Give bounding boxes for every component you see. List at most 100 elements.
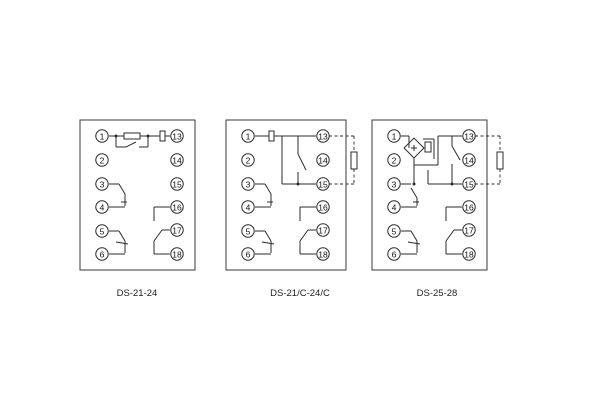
terminal-18[interactable]: 18 <box>170 247 184 261</box>
terminal-2[interactable]: 2 <box>95 153 109 167</box>
terminal-16[interactable]: 16 <box>316 200 330 214</box>
model-label-ds-25-28: DS-25-28 <box>417 288 458 299</box>
terminal-14[interactable]: 14 <box>170 153 184 167</box>
contact-16-17-18 <box>153 206 170 255</box>
contact-3-4 <box>401 183 419 208</box>
svg-text:4: 4 <box>100 203 105 213</box>
contact-13-15 <box>281 136 316 186</box>
svg-text:3: 3 <box>100 180 105 190</box>
contact-5-6 <box>109 230 129 255</box>
svg-text:16: 16 <box>464 203 474 213</box>
terminal-17[interactable]: 17 <box>462 223 476 237</box>
terminal-4[interactable]: 4 <box>387 200 401 214</box>
terminal-13[interactable]: 13 <box>316 129 330 143</box>
terminal-4[interactable]: 4 <box>95 200 109 214</box>
terminal-3[interactable]: 3 <box>95 177 109 191</box>
terminal-15[interactable]: 15 <box>316 177 330 191</box>
terminal-16[interactable]: 16 <box>170 200 184 214</box>
terminal-18[interactable]: 18 <box>462 247 476 261</box>
terminal-16[interactable]: 16 <box>462 200 476 214</box>
contact-5-6 <box>401 230 421 255</box>
terminal-1[interactable]: 1 <box>387 129 401 143</box>
svg-text:3: 3 <box>246 180 251 190</box>
svg-text:15: 15 <box>172 180 182 190</box>
svg-text:13: 13 <box>464 132 474 142</box>
terminal-2[interactable]: 2 <box>241 153 255 167</box>
svg-text:2: 2 <box>100 156 105 166</box>
terminal-2[interactable]: 2 <box>387 153 401 167</box>
terminal-3[interactable]: 3 <box>387 177 401 191</box>
svg-text:4: 4 <box>392 203 397 213</box>
terminal-18[interactable]: 18 <box>316 247 330 261</box>
terminal-17[interactable]: 17 <box>316 223 330 237</box>
terminal-5[interactable]: 5 <box>95 224 109 238</box>
terminal-14[interactable]: 14 <box>316 153 330 167</box>
terminal-17[interactable]: 17 <box>170 223 184 237</box>
external-resistor <box>329 135 358 185</box>
diagram-frame <box>225 119 347 271</box>
coil-circuit <box>255 130 316 142</box>
svg-text:3: 3 <box>392 180 397 190</box>
svg-text:13: 13 <box>172 132 182 142</box>
svg-text:18: 18 <box>318 250 328 260</box>
svg-text:5: 5 <box>100 227 105 237</box>
resistor-symbol <box>350 151 358 170</box>
contact-13-15 <box>412 136 462 186</box>
terminal-1[interactable]: 1 <box>241 129 255 143</box>
coil-symbol <box>424 141 432 153</box>
svg-text:14: 14 <box>318 156 328 166</box>
svg-text:5: 5 <box>392 227 397 237</box>
svg-text:16: 16 <box>172 203 182 213</box>
rectifier-bridge-symbol <box>403 137 425 159</box>
external-resistor <box>475 135 504 185</box>
terminal-4[interactable]: 4 <box>241 200 255 214</box>
contact-3-4 <box>255 183 273 208</box>
terminal-6[interactable]: 6 <box>95 247 109 261</box>
coil-circuit <box>109 130 170 148</box>
terminal-15[interactable]: 15 <box>170 177 184 191</box>
terminal-5[interactable]: 5 <box>241 224 255 238</box>
svg-text:1: 1 <box>392 132 397 142</box>
diagram-ds-21c-24c: 1 2 3 4 5 6 13 14 15 16 17 18 <box>225 119 358 271</box>
contact-3-4 <box>109 183 127 208</box>
terminal-5[interactable]: 5 <box>387 224 401 238</box>
svg-text:6: 6 <box>392 250 397 260</box>
rectifier-coil-circuit <box>401 135 462 184</box>
diagram-frame <box>79 119 196 271</box>
model-label-ds-21-24: DS-21-24 <box>117 288 158 299</box>
svg-text:18: 18 <box>172 250 182 260</box>
resistor-symbol <box>496 151 504 170</box>
svg-text:14: 14 <box>464 156 474 166</box>
svg-text:5: 5 <box>246 227 251 237</box>
svg-text:17: 17 <box>464 226 474 236</box>
svg-text:16: 16 <box>318 203 328 213</box>
terminal-13[interactable]: 13 <box>462 129 476 143</box>
svg-text:14: 14 <box>172 156 182 166</box>
svg-text:17: 17 <box>318 226 328 236</box>
contact-16-17-18 <box>445 206 462 255</box>
svg-text:2: 2 <box>392 156 397 166</box>
svg-text:4: 4 <box>246 203 251 213</box>
diagram-ds-21-24: 1 2 3 4 5 6 13 14 15 16 17 18 <box>79 119 196 271</box>
terminal-14[interactable]: 14 <box>462 153 476 167</box>
svg-text:2: 2 <box>246 156 251 166</box>
terminal-6[interactable]: 6 <box>241 247 255 261</box>
svg-text:13: 13 <box>318 132 328 142</box>
contact-16-17-18 <box>299 206 316 255</box>
terminal-6[interactable]: 6 <box>387 247 401 261</box>
svg-text:6: 6 <box>246 250 251 260</box>
svg-text:1: 1 <box>100 132 105 142</box>
terminal-13[interactable]: 13 <box>170 129 184 143</box>
svg-text:15: 15 <box>318 180 328 190</box>
diagram-ds-25-28: 1 2 3 4 5 6 13 14 15 16 17 18 <box>371 119 504 271</box>
svg-text:1: 1 <box>246 132 251 142</box>
terminal-3[interactable]: 3 <box>241 177 255 191</box>
svg-text:18: 18 <box>464 250 474 260</box>
diagram-frame <box>371 119 488 271</box>
terminal-15[interactable]: 15 <box>462 177 476 191</box>
svg-text:6: 6 <box>100 250 105 260</box>
terminal-1[interactable]: 1 <box>95 129 109 143</box>
svg-text:17: 17 <box>172 226 182 236</box>
model-label-ds-21c-24c: DS-21/C-24/C <box>270 288 330 299</box>
svg-text:15: 15 <box>464 180 474 190</box>
